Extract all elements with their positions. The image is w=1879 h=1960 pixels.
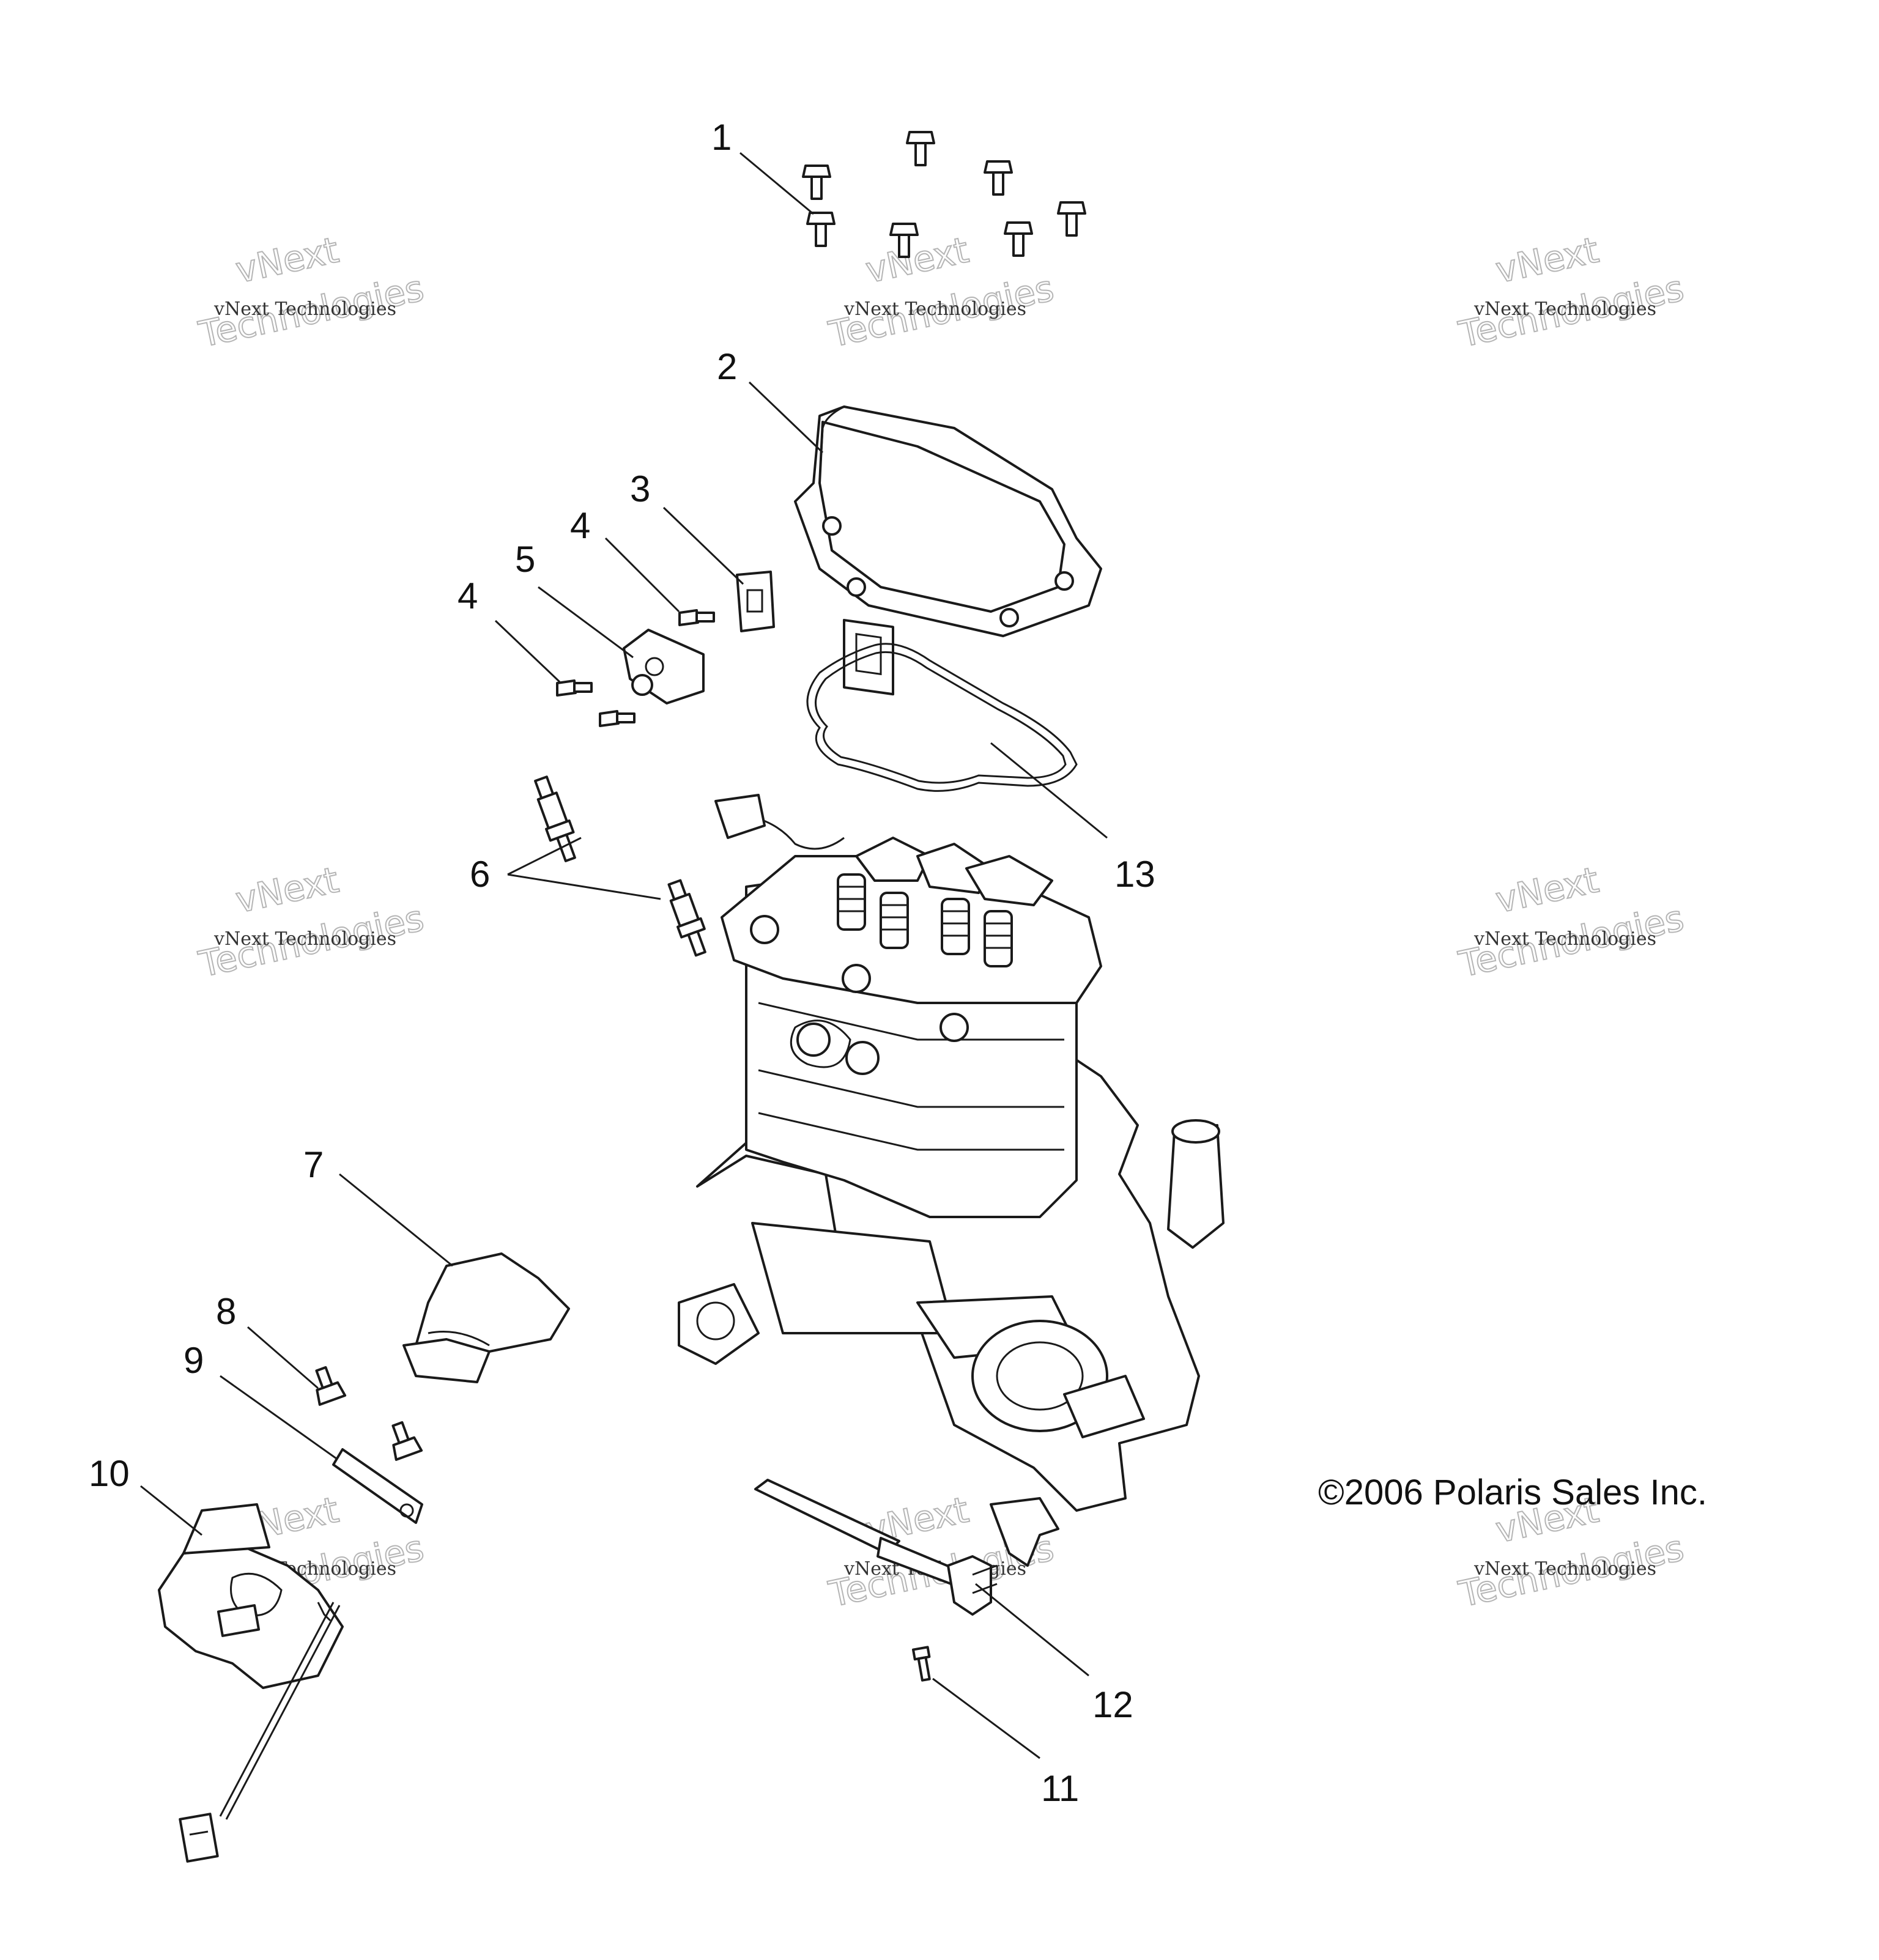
callout-11: 11 — [1041, 1768, 1079, 1809]
screw-part-11 — [911, 1646, 931, 1682]
callout-6: 6 — [470, 854, 490, 895]
pin-part-9 — [332, 1448, 423, 1524]
callout-1: 1 — [711, 117, 732, 158]
grommet-part-3 — [736, 571, 775, 632]
callout-9: 9 — [183, 1340, 204, 1381]
callout-4: 4 — [458, 575, 478, 616]
watermark: vNext Technologies vNext Technologies — [195, 229, 428, 357]
svg-text:vNext: vNext — [862, 229, 973, 292]
svg-text:vNext: vNext — [232, 229, 343, 292]
gasket-part-13 — [806, 643, 1078, 792]
svg-text:vNext: vNext — [232, 859, 343, 922]
callout-4: 4 — [570, 505, 590, 546]
watermark: vNext Technologies vNext Technologies — [1455, 229, 1688, 357]
svg-text:vNext Technologies: vNext Technologies — [1473, 928, 1656, 950]
callout-12: 12 — [1092, 1684, 1133, 1725]
callout-7: 7 — [303, 1144, 324, 1185]
svg-text:vNext Technologies: vNext Technologies — [1473, 1558, 1656, 1580]
callout-labels: 1 2 3 4 4 5 6 7 8 9 10 11 12 13 — [89, 117, 1155, 1809]
throttle-body-part-10 — [158, 1503, 344, 1863]
callout-5: 5 — [515, 539, 535, 580]
callout-10: 10 — [89, 1453, 130, 1494]
watermark: vNext Technologies vNext Technologies — [1455, 859, 1688, 986]
callout-3: 3 — [630, 468, 650, 509]
callout-8: 8 — [216, 1291, 236, 1332]
svg-text:vNext: vNext — [1492, 229, 1603, 292]
svg-text:vNext Technologies: vNext Technologies — [213, 928, 396, 950]
dipstick-part-12 — [754, 1479, 998, 1616]
spark-plugs-part-6 — [534, 775, 706, 957]
svg-text:vNext: vNext — [1492, 859, 1603, 922]
bolts-part-1 — [802, 131, 1086, 258]
sensor-part-5 — [623, 629, 705, 704]
watermark: vNext Technologies vNext Technologies — [195, 859, 428, 986]
engine-assembly — [678, 794, 1225, 1567]
copyright-notice: ©2006 Polaris Sales Inc. — [1318, 1473, 1707, 1512]
leader-lines — [140, 152, 1108, 1759]
svg-text:vNext Technologies: vNext Technologies — [213, 298, 396, 320]
valve-cover-part-2 — [794, 405, 1102, 696]
svg-text:vNext Technologies: vNext Technologies — [843, 298, 1026, 320]
svg-text:vNext Technologies: vNext Technologies — [1473, 298, 1656, 320]
callout-2: 2 — [717, 346, 737, 387]
bolt-part-8 — [315, 1366, 423, 1461]
sensor-bolt-part-4 — [556, 609, 715, 727]
callout-13: 13 — [1114, 854, 1155, 895]
intake-boot-part-7 — [402, 1252, 570, 1383]
